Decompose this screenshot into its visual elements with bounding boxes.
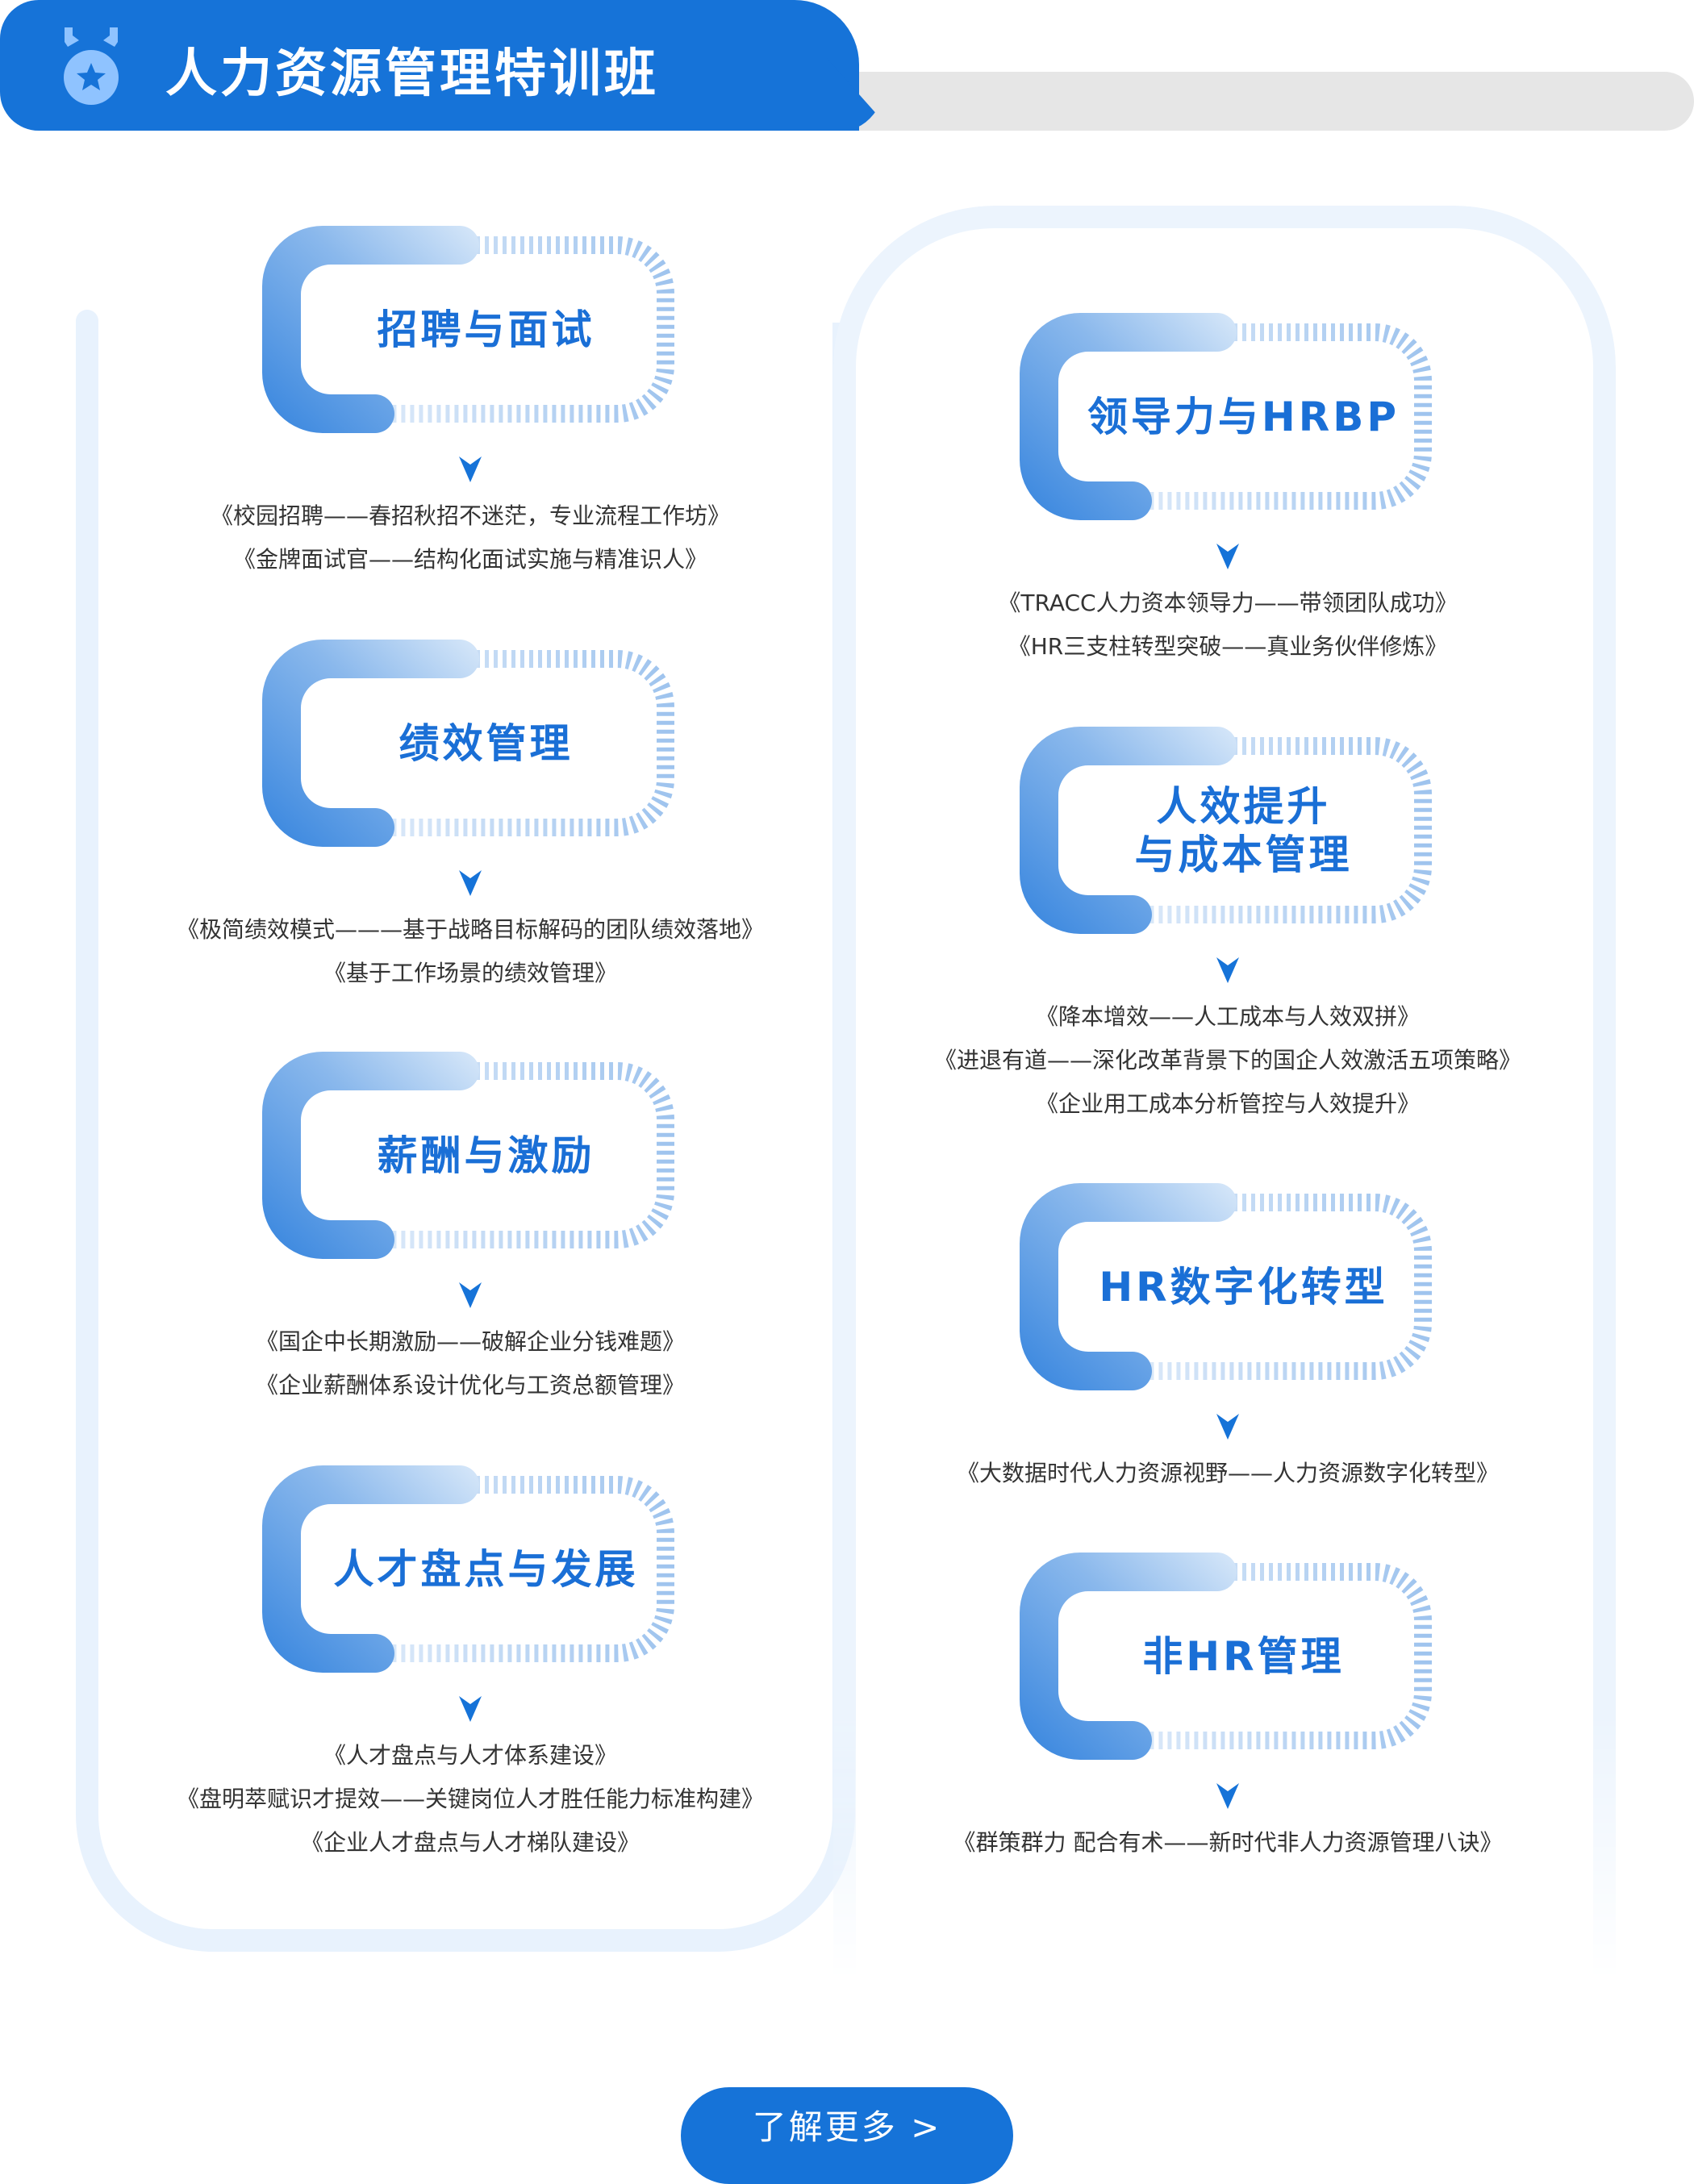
course-item[interactable]: 《极简绩效模式———基于战略目标解码的团队绩效落地》 — [176, 916, 764, 943]
card-frame — [262, 1465, 674, 1673]
course-item[interactable]: 《人才盘点与人才体系建设》 — [323, 1742, 617, 1769]
module-card: 薪酬与激励 — [262, 1052, 678, 1259]
arrow-down-icon — [459, 1282, 482, 1308]
module-title: 非HR管理 — [1142, 1632, 1345, 1680]
course-item[interactable]: 《群策群力 配合有术——新时代非人力资源管理八诀》 — [953, 1829, 1503, 1856]
course-item[interactable]: 《企业人才盘点与人才梯队建设》 — [300, 1829, 640, 1856]
card-frame — [1020, 313, 1432, 520]
module-card: 绩效管理 — [262, 640, 678, 847]
module-card: 招聘与面试 — [262, 226, 678, 433]
header-gray-bar — [774, 72, 1694, 131]
course-item[interactable]: 《大数据时代人力资源视野——人力资源数字化转型》 — [956, 1460, 1499, 1486]
course-list: 《极简绩效模式———基于战略目标解码的团队绩效落地》《基于工作场景的绩效管理》 — [67, 908, 874, 995]
course-item[interactable]: 《降本增效——人工成本与人效双拼》 — [1035, 1003, 1420, 1030]
card-frame — [262, 1052, 674, 1259]
arrow-down-icon — [459, 870, 482, 896]
arrow-down-icon — [1216, 957, 1239, 983]
arrow-down-icon — [1216, 544, 1239, 569]
module-card: 人效提升 与成本管理 — [1020, 727, 1435, 934]
module-card: 领导力与HRBP — [1020, 313, 1435, 520]
course-item[interactable]: 《进退有道——深化改革背景下的国企人效激活五项策略》 — [933, 1047, 1521, 1073]
module-title: HR数字化转型 — [1099, 1263, 1388, 1311]
course-list: 《群策群力 配合有术——新时代非人力资源管理八诀》 — [824, 1821, 1631, 1865]
right-panel — [833, 206, 1616, 1980]
course-item[interactable]: 《国企中长期激励——破解企业分钱难题》 — [255, 1328, 685, 1355]
card-frame — [1020, 1183, 1432, 1390]
card-frame — [262, 226, 674, 433]
course-item[interactable]: 《基于工作场景的绩效管理》 — [323, 960, 617, 986]
module-title: 领导力与HRBP — [1087, 393, 1400, 440]
course-item[interactable]: 《企业薪酬体系设计优化与工资总额管理》 — [255, 1372, 685, 1398]
module-title: 招聘与面试 — [377, 306, 595, 353]
arrow-down-icon — [1216, 1414, 1239, 1440]
course-item[interactable]: 《HR三支柱转型突破——真业务伙伴修炼》 — [1008, 633, 1448, 660]
course-list: 《降本增效——人工成本与人效双拼》《进退有道——深化改革背景下的国企人效激活五项… — [824, 995, 1631, 1126]
module-card: 非HR管理 — [1020, 1553, 1435, 1760]
course-list: 《TRACC人力资本领导力——带领团队成功》《HR三支柱转型突破——真业务伙伴修… — [824, 581, 1631, 669]
course-item[interactable]: 《校园招聘——春招秋招不迷茫，专业流程工作坊》 — [210, 502, 730, 529]
course-item[interactable]: 《盘明萃赋识才提效——关键岗位人才胜任能力标准构建》 — [176, 1786, 764, 1812]
arrow-down-icon — [459, 1696, 482, 1722]
module-card: HR数字化转型 — [1020, 1183, 1435, 1390]
module-card: 人才盘点与发展 — [262, 1465, 678, 1673]
page-title: 人力资源管理特训班 — [165, 44, 659, 104]
course-list: 《校园招聘——春招秋招不迷茫，专业流程工作坊》《金牌面试官——结构化面试实施与精… — [67, 494, 874, 581]
card-frame — [262, 640, 674, 847]
header-banner — [0, 0, 859, 131]
module-title: 绩效管理 — [398, 719, 574, 767]
course-list: 《人才盘点与人才体系建设》《盘明萃赋识才提效——关键岗位人才胜任能力标准构建》《… — [67, 1734, 874, 1865]
course-item[interactable]: 《金牌面试官——结构化面试实施与精准识人》 — [232, 546, 707, 573]
card-frame — [1020, 727, 1432, 934]
course-item[interactable]: 《企业用工成本分析管控与人效提升》 — [1035, 1090, 1420, 1117]
arrow-down-icon — [1216, 1783, 1239, 1809]
medal-star-icon — [64, 27, 119, 105]
module-title: 人才盘点与发展 — [333, 1545, 639, 1593]
module-title: 人效提升 与成本管理 — [1134, 782, 1353, 878]
course-list: 《大数据时代人力资源视野——人力资源数字化转型》 — [824, 1452, 1631, 1495]
arrow-down-icon — [459, 456, 482, 482]
card-frame — [1020, 1553, 1432, 1760]
learn-more-button[interactable]: 了解更多 > — [681, 2087, 1013, 2184]
module-title: 薪酬与激励 — [377, 1132, 595, 1179]
course-list: 《国企中长期激励——破解企业分钱难题》《企业薪酬体系设计优化与工资总额管理》 — [67, 1320, 874, 1407]
course-item[interactable]: 《TRACC人力资本领导力——带领团队成功》 — [998, 590, 1458, 616]
